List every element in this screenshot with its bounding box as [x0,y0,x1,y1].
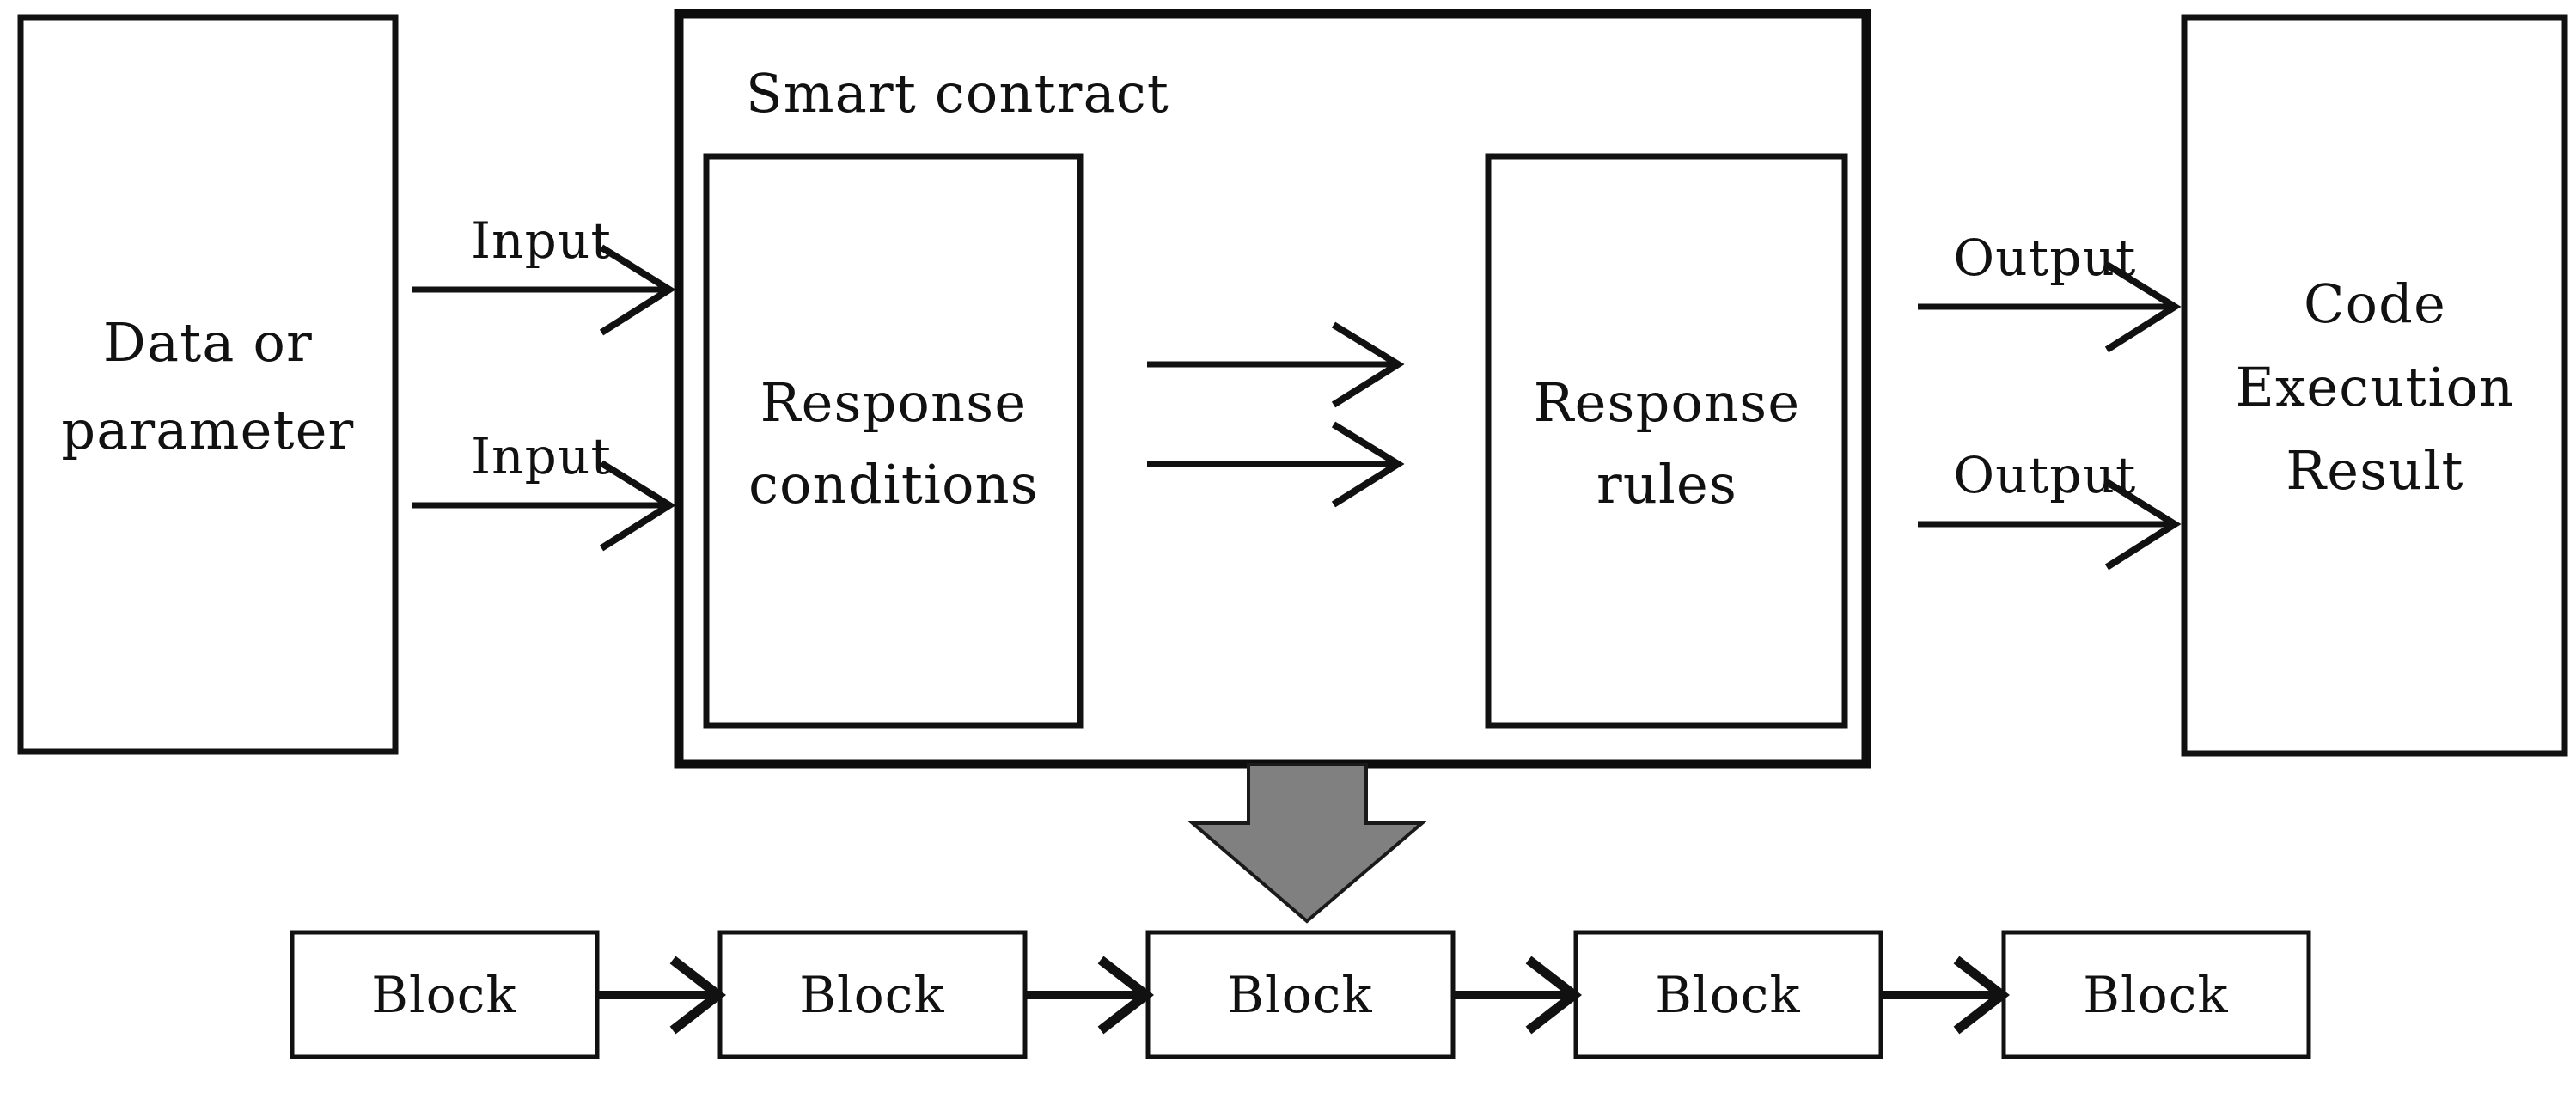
block-node-3[interactable]: Block [1145,930,1456,1059]
input-arrow-1-label: Input [471,211,612,270]
input-arrow-2-label: Input [471,427,612,485]
response-conditions-node[interactable]: Response conditions [703,153,1084,729]
output-arrow-1-head [2104,261,2182,353]
block-connector-1 [599,956,726,1035]
response-rules-label-line2: rules [1596,453,1737,516]
block-box-5[interactable] [2001,930,2311,1059]
input-arrow-1: Input [412,211,676,336]
response-conditions-label-line1: Response [760,371,1028,434]
block-box-1[interactable] [290,930,600,1059]
response-rules-node[interactable]: Response rules [1485,153,1848,729]
block-chain: Block Block Block [290,930,2311,1059]
internal-arrow-2-head [1331,421,1405,508]
input-arrow-2-head [599,460,676,552]
output-arrow-2: Output [1918,446,2182,571]
block-connector-3 [1455,956,1582,1035]
smart-contract-title: Smart contract [746,62,1169,125]
data-or-parameter-box[interactable] [17,14,399,755]
data-or-parameter-label-line2: parameter [61,399,354,461]
output-arrow-2-label: Output [1954,446,2137,504]
input-arrow-1-head [599,244,676,336]
code-execution-result-label-line3: Result [2286,439,2463,502]
block-label-2: Block [799,966,945,1024]
block-box-4[interactable] [1573,930,1883,1059]
smart-contract-node[interactable]: Smart contract Response conditions Respo… [674,9,1871,769]
input-arrow-2: Input [412,427,676,552]
block-node-4[interactable]: Block [1573,930,1883,1059]
output-arrow-1-label: Output [1954,229,2137,287]
block-label-5: Block [2083,966,2229,1024]
block-connector-2 [1027,956,1154,1035]
internal-arrow-1 [1147,321,1405,408]
block-node-1[interactable]: Block [290,930,600,1059]
output-arrow-1: Output [1918,229,2182,353]
code-execution-result-box[interactable] [2181,14,2568,757]
code-execution-result-label-line2: Execution [2236,356,2515,418]
block-label-4: Block [1655,966,1801,1024]
deploy-down-arrow [1187,763,1427,924]
code-execution-result-label-line1: Code [2304,272,2446,335]
data-or-parameter-label-line1: Data or [103,311,313,374]
block-box-3[interactable] [1145,930,1456,1059]
block-label-3: Block [1227,966,1373,1024]
internal-arrow-1-head [1331,321,1405,408]
block-label-1: Block [371,966,517,1024]
block-box-2[interactable] [717,930,1028,1059]
response-conditions-box[interactable] [703,153,1084,729]
response-rules-label-line1: Response [1534,371,1801,434]
block-node-5[interactable]: Block [2001,930,2311,1059]
block-connector-4 [1883,956,2010,1035]
internal-arrow-2 [1147,421,1405,508]
response-rules-box[interactable] [1485,153,1848,729]
data-or-parameter-node[interactable]: Data or parameter [17,14,399,755]
deploy-down-arrow-shape [1187,763,1427,924]
code-execution-result-node[interactable]: Code Execution Result [2181,14,2568,757]
output-arrow-2-head [2104,479,2182,571]
response-conditions-label-line2: conditions [748,453,1039,516]
block-node-2[interactable]: Block [717,930,1028,1059]
